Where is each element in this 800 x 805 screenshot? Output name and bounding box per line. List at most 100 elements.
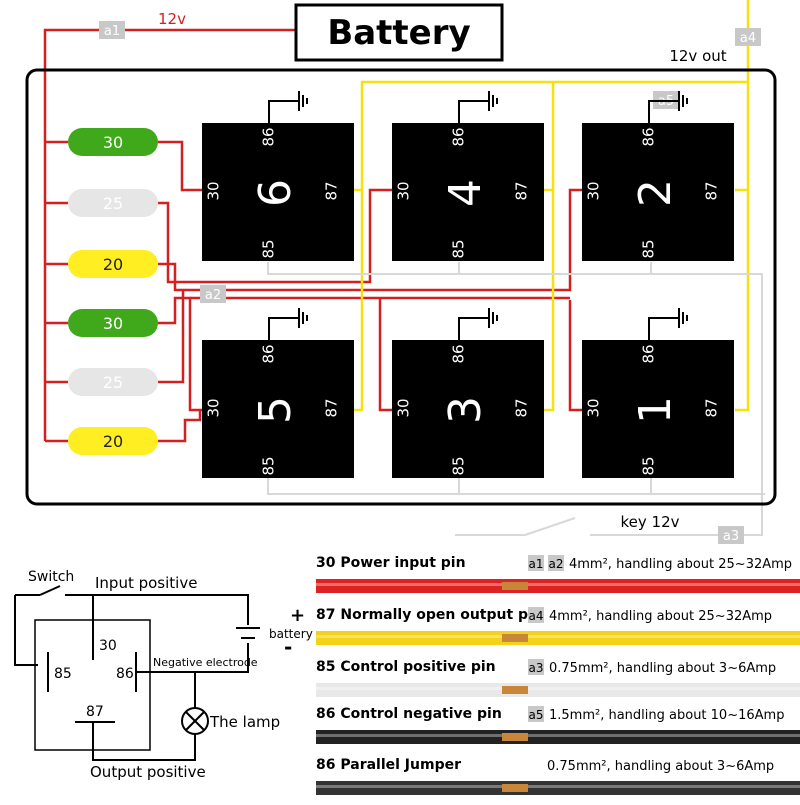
legend-spec: 4mm², handling about 25~32Amp bbox=[569, 557, 792, 572]
relay-6: 6 86 85 30 87 bbox=[202, 91, 354, 261]
relay-pin30: 30 bbox=[205, 181, 223, 200]
wire-tag-a1: a1 bbox=[99, 21, 125, 39]
wire-tag-a2: a2 bbox=[200, 285, 226, 303]
battery-box bbox=[294, 3, 504, 62]
fuse-rating: 25 bbox=[103, 373, 123, 392]
relay-pin85: 85 bbox=[260, 239, 278, 258]
fuse-rating: 20 bbox=[103, 432, 123, 451]
legend-tag: a3 bbox=[528, 659, 544, 675]
ground-icon bbox=[298, 308, 308, 328]
fuse-2: 25 bbox=[68, 189, 158, 217]
fuse-rating: 30 bbox=[103, 133, 123, 152]
relay-box-outline bbox=[25, 68, 777, 506]
fuse-3: 20 bbox=[68, 250, 158, 278]
relay-5: 5 86 85 30 87 bbox=[202, 308, 354, 478]
relay-pin87: 87 bbox=[323, 398, 341, 417]
svg-text:a1: a1 bbox=[104, 24, 120, 39]
relay-pin87: 87 bbox=[323, 181, 341, 200]
legend-title: 87 Normally open output pin bbox=[316, 607, 543, 623]
relay-pin85: 85 bbox=[640, 456, 658, 475]
svg-text:a3: a3 bbox=[529, 661, 544, 675]
schematic-pin86: 86 bbox=[116, 666, 134, 682]
wire-sample bbox=[316, 781, 800, 795]
relay-pin87: 87 bbox=[703, 181, 721, 200]
key-voltage-label: key 12v bbox=[621, 513, 680, 531]
battery-symbol-label: battery bbox=[269, 627, 313, 641]
relay-pin85: 85 bbox=[260, 456, 278, 475]
fuse-5: 25 bbox=[68, 368, 158, 396]
legend-tag: a4 bbox=[528, 607, 544, 623]
legend-tag: a5 bbox=[528, 706, 544, 722]
relay-pin87: 87 bbox=[703, 398, 721, 417]
legend-title: 30 Power input pin bbox=[316, 555, 466, 571]
relay-pin86: 86 bbox=[260, 127, 278, 146]
fuse-4: 30 bbox=[68, 309, 158, 337]
svg-text:a5: a5 bbox=[529, 708, 544, 722]
supply-voltage-label: 12v bbox=[158, 10, 186, 28]
relay-pin87: 87 bbox=[513, 181, 531, 200]
legend-tag: a1 bbox=[528, 555, 544, 571]
legend-row-1: 30 Power input pin a1 a2 4mm², handling abo… bbox=[316, 555, 800, 593]
relay-body bbox=[202, 340, 354, 478]
switch-label: Switch bbox=[28, 569, 74, 585]
relay-pin30: 30 bbox=[585, 181, 603, 200]
ground-icon bbox=[678, 308, 688, 328]
fuse-1: 30 bbox=[68, 128, 158, 156]
relay-number: 1 bbox=[630, 396, 681, 424]
legend-title: 86 Parallel Jumper bbox=[316, 757, 461, 773]
relay-pin85: 85 bbox=[450, 239, 468, 258]
fuse-column: 30 25 20 30 25 20 bbox=[68, 128, 158, 455]
relay-pin30: 30 bbox=[205, 398, 223, 417]
relay-number: 5 bbox=[250, 396, 301, 424]
relay-body bbox=[392, 340, 544, 478]
svg-text:a2: a2 bbox=[549, 557, 564, 571]
ground-icon bbox=[488, 91, 498, 111]
wire-sample bbox=[316, 730, 800, 744]
legend-spec: 0.75mm², handling about 3~6Amp bbox=[549, 661, 776, 676]
negative-electrode-label: Negative electrode bbox=[153, 656, 258, 669]
fuse-rating: 20 bbox=[103, 255, 123, 274]
ground-icon bbox=[678, 91, 688, 111]
relay-pin30: 30 bbox=[585, 398, 603, 417]
wire-tag-a3: a3 bbox=[718, 526, 744, 544]
relay-body bbox=[392, 123, 544, 261]
relay-pin86: 86 bbox=[260, 344, 278, 363]
legend-spec: 1.5mm², handling about 10~16Amp bbox=[549, 708, 784, 723]
ground-icon bbox=[488, 308, 498, 328]
battery-plus-sign: + bbox=[290, 605, 305, 626]
schematic-pin85: 85 bbox=[54, 666, 72, 682]
relay-body bbox=[582, 340, 734, 478]
relay-pin86: 86 bbox=[640, 127, 658, 146]
output-voltage-label: 12v out bbox=[669, 47, 726, 65]
red-supply-bus bbox=[43, 28, 582, 443]
relay-pin85: 85 bbox=[640, 239, 658, 258]
relay-body bbox=[582, 123, 734, 261]
wire-tag-a4: a4 bbox=[735, 28, 761, 46]
relay-pin86: 86 bbox=[640, 344, 658, 363]
fuse-6: 20 bbox=[68, 427, 158, 455]
lamp-label: The lamp bbox=[209, 713, 280, 731]
legend-spec: 0.75mm², handling about 3~6Amp bbox=[547, 759, 774, 774]
relay-body bbox=[202, 123, 354, 261]
input-positive-label: Input positive bbox=[95, 574, 197, 592]
relay-schematic bbox=[14, 585, 260, 761]
schematic-pin87: 87 bbox=[86, 704, 104, 720]
legend-spec: 4mm², handling about 25~32Amp bbox=[549, 609, 772, 624]
relay-number: 6 bbox=[250, 179, 301, 207]
relay-number: 4 bbox=[440, 179, 491, 207]
battery-title: Battery bbox=[327, 13, 470, 53]
ground-icon bbox=[298, 91, 308, 111]
gray-control-wires bbox=[267, 262, 765, 536]
legend-tag: a2 bbox=[548, 555, 564, 571]
relay-number: 3 bbox=[440, 396, 491, 424]
output-positive-label: Output positive bbox=[90, 763, 206, 781]
fuse-rating: 25 bbox=[103, 194, 123, 213]
wire-sample bbox=[316, 631, 800, 645]
